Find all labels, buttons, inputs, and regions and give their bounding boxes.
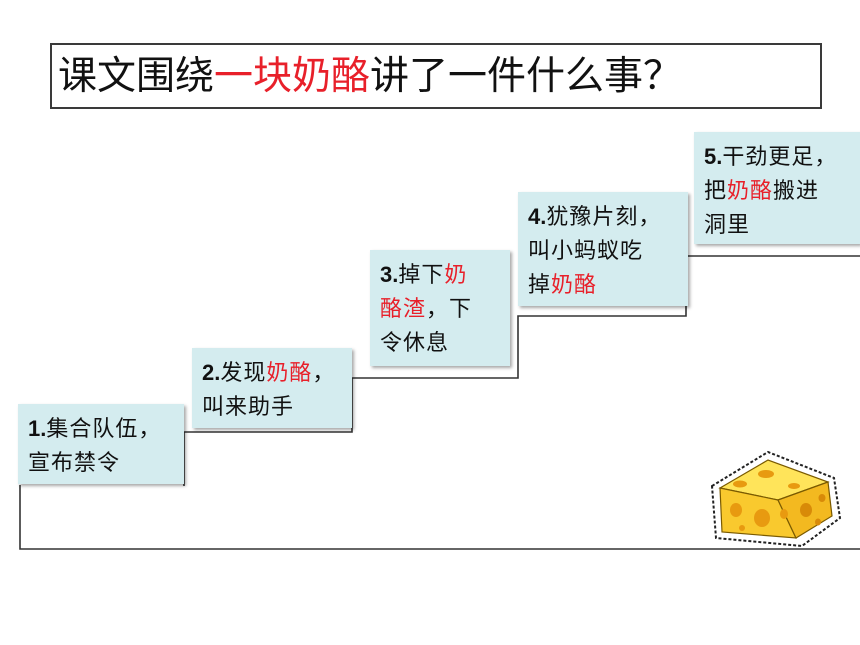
step-1-line-1: 1.集合队伍， [28, 416, 162, 442]
step-1-line-2: 宣布禁令 [28, 451, 121, 476]
step-3-line-3: 令休息 [380, 331, 450, 356]
title-prefix: 课文围绕 [58, 54, 215, 99]
cheese-icon [710, 450, 842, 548]
step-2: 2.发现奶酪， 叫来助手 [192, 348, 352, 428]
step-1: 1.集合队伍， 宣布禁令 [18, 404, 184, 484]
question-title-box: 课文围绕一块奶酪讲了一件什么事？ [50, 43, 822, 109]
title-highlight: 一块奶酪 [214, 54, 371, 99]
step-3-line-1: 3.掉下奶 [380, 262, 468, 288]
question-title: 课文围绕一块奶酪讲了一件什么事？ [58, 53, 682, 101]
step-4-line-2: 叫小蚂蚁吃 [528, 239, 644, 264]
step-3-line-2: 酪渣，下 [380, 297, 473, 322]
step-5-line-2: 把奶酪搬进 [704, 179, 820, 204]
step-3: 3.掉下奶 酪渣，下 令休息 [370, 250, 510, 366]
step-5-line-1: 5.干劲更足， [704, 144, 838, 170]
step-4-line-1: 4.犹豫片刻， [528, 204, 662, 230]
step-2-line-2: 叫来助手 [202, 395, 295, 420]
step-4-line-3: 掉奶酪 [528, 273, 598, 298]
title-suffix: 讲了一件什么事？ [370, 54, 683, 99]
step-2-line-1: 2.发现奶酪， [202, 360, 336, 386]
step-5-line-3: 洞里 [704, 213, 751, 238]
step-4: 4.犹豫片刻， 叫小蚂蚁吃 掉奶酪 [518, 192, 688, 306]
step-5: 5.干劲更足， 把奶酪搬进 洞里 [694, 132, 860, 244]
